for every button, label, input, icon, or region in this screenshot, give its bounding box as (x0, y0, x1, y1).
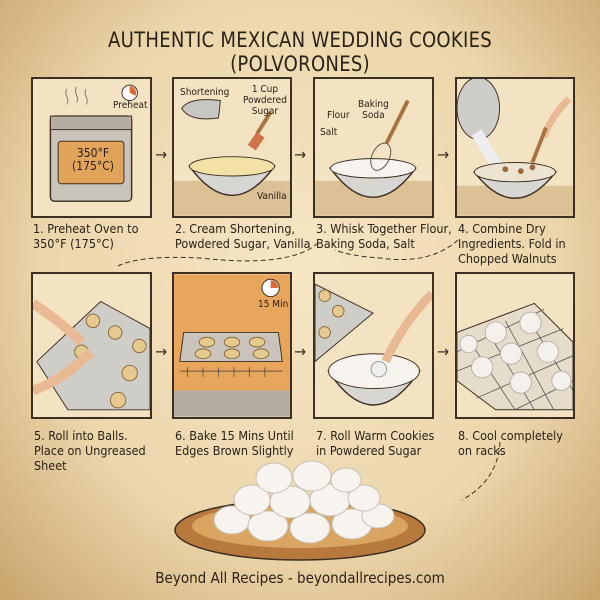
salt-label: Salt (320, 127, 338, 138)
arrow-right-icon: → (294, 145, 307, 164)
page-title: AUTHENTIC MEXICAN WEDDING COOKIES (POLVO… (108, 28, 492, 76)
arrow-right-icon: → (437, 342, 450, 361)
flour-label: Flour (327, 110, 350, 121)
cookie-plate-icon (174, 460, 426, 561)
step-2-caption: 2. Cream Shortening, Powdered Sugar, Van… (175, 221, 311, 251)
step-8-panel (455, 272, 575, 419)
step-2-panel (172, 77, 292, 218)
bowl-icon (457, 79, 573, 216)
timer-icon (261, 278, 280, 298)
step-1-caption: 1. Preheat Oven to 350°F (175°C) (33, 221, 139, 251)
step-4-panel (455, 77, 575, 218)
step-1-panel (31, 77, 152, 218)
footer-credit: Beyond All Recipes - beyondallrecipes.co… (155, 569, 445, 587)
step-7-caption: 7. Roll Warm Cookies in Powdered Sugar (316, 428, 435, 458)
cooling-rack-icon (457, 302, 573, 411)
whisk-icon (315, 99, 432, 216)
arrow-right-icon: → (155, 342, 168, 361)
mixer-icon (174, 99, 290, 216)
oven-temp-label: 350°F (175°C) (72, 146, 114, 173)
step-5-panel (31, 272, 152, 419)
shortening-label: Shortening (180, 87, 230, 98)
step-5-caption: 5. Roll into Balls. Place on Ungreased S… (34, 428, 146, 473)
vanilla-label: Vanilla (257, 191, 287, 202)
step-6-caption: 6. Bake 15 Mins Until Edges Brown Slight… (175, 428, 294, 458)
arrow-right-icon: → (437, 145, 450, 164)
baking-soda-label: Baking Soda (358, 99, 389, 121)
sugar-bowl-icon (315, 283, 432, 406)
step-6-panel (172, 272, 292, 419)
step-7-panel (313, 272, 434, 419)
step-4-caption: 4. Combine Dry Ingredients. Fold in Chop… (458, 221, 566, 266)
cookie-tray-icon (33, 299, 150, 411)
arrow-right-icon: → (294, 342, 307, 361)
oven-icon (49, 84, 138, 202)
step-3-panel (313, 77, 434, 218)
arrow-right-icon: → (155, 145, 168, 164)
powdered-sugar-label: 1 Cup Powdered Sugar (243, 84, 287, 117)
oven-interior-icon (174, 274, 290, 417)
step-3-caption: 3. Whisk Together Flour, Baking Soda, Sa… (316, 221, 452, 251)
bake-time-label: 15 Min (258, 299, 289, 310)
preheat-label: Preheat (113, 100, 148, 111)
step-8-caption: 8. Cool completely on racks (458, 428, 563, 458)
